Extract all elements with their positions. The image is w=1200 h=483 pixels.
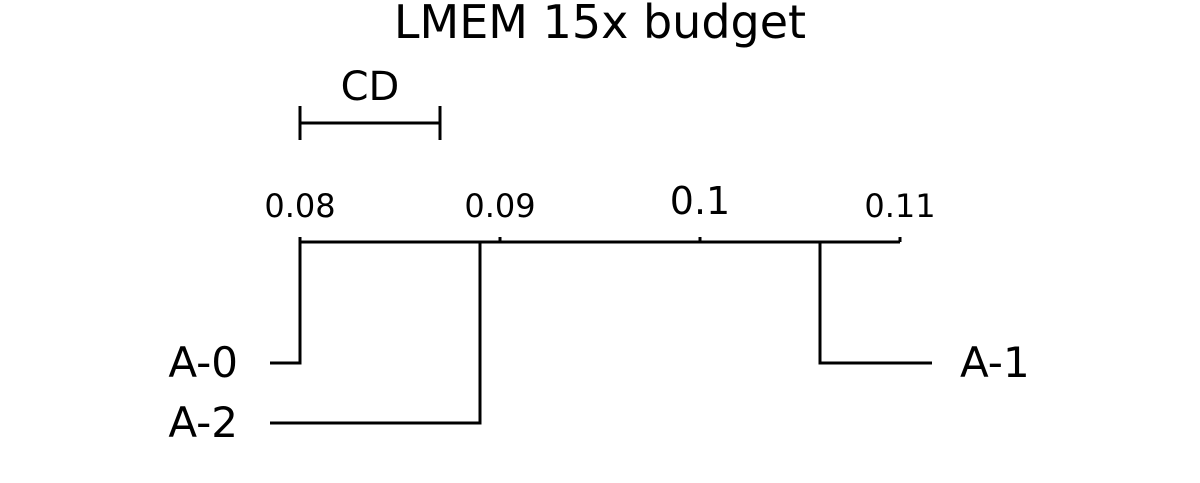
method-label: A-2 [168,398,238,447]
method-lines: A-0A-2 A-1 [168,242,1030,447]
method-label: A-1 [960,338,1030,387]
cd-bar: CD [298,64,442,140]
method-label: A-0 [168,338,238,387]
chart-title: LMEM 15x budget [394,0,806,49]
tick-label: 0.11 [864,187,935,225]
method-line [270,242,302,365]
tick-label: 0.09 [464,187,535,225]
tick-label: 0.08 [264,187,335,225]
cd-label: CD [341,64,400,110]
method-line [270,242,482,425]
method-line [818,242,932,365]
rank-axis: 0.08 0.09 0.1 0.11 [264,179,936,244]
tick-label: 0.1 [670,179,730,223]
